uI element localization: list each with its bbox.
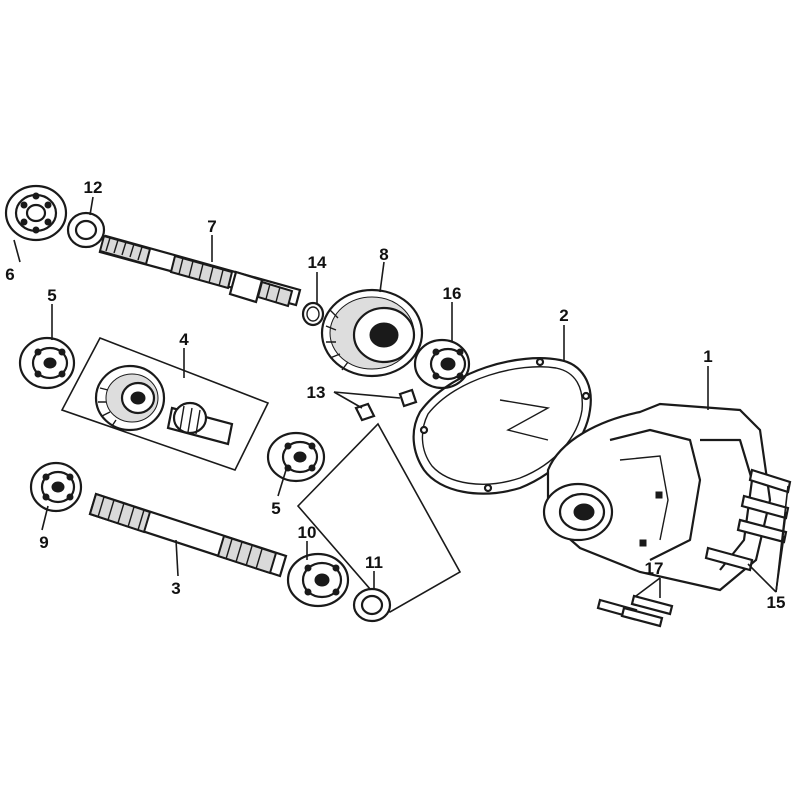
part-7-main-shaft	[98, 234, 302, 308]
callout-4: 4	[179, 330, 189, 349]
callout-11: 11	[365, 553, 383, 572]
callout-13: 13	[307, 383, 326, 402]
callout-16: 16	[443, 284, 462, 303]
part-12-seal	[66, 211, 106, 249]
callout-5-middle: 5	[271, 499, 280, 518]
callout-14: 14	[308, 253, 327, 272]
part-3-countershaft	[88, 492, 288, 578]
part-10-bearing	[286, 552, 350, 608]
part-5-bearing-middle	[266, 431, 326, 483]
callout-2: 2	[559, 306, 568, 325]
callout-10: 10	[298, 523, 317, 542]
part-11-seal	[352, 587, 392, 623]
part-14-circlip	[301, 301, 325, 327]
part-4-gear-assembly	[60, 336, 270, 471]
part-17-bolts	[596, 594, 674, 628]
part-1-case-cover	[542, 402, 772, 592]
assembly-frame	[296, 422, 462, 614]
callout-7: 7	[207, 217, 216, 236]
callout-15: 15	[767, 593, 786, 612]
callout-3: 3	[171, 579, 180, 598]
part-9-bearing	[29, 461, 83, 513]
callout-labels: 1 2 3 4 5 5 6 7 8 9 10 11 12 13 14 15 16…	[5, 178, 785, 612]
part-16-bearing	[413, 338, 471, 390]
callout-12: 12	[84, 178, 103, 197]
part-5-bearing-upper	[18, 336, 76, 390]
callout-1: 1	[703, 347, 712, 366]
callout-6: 6	[5, 265, 14, 284]
part-8-gear	[320, 288, 424, 378]
callout-5-upper: 5	[47, 286, 56, 305]
callout-9: 9	[39, 533, 48, 552]
callout-17: 17	[645, 559, 664, 578]
callout-8: 8	[379, 245, 388, 264]
part-15-bolts	[704, 468, 792, 572]
leader-lines	[13, 196, 789, 598]
part-6-bearing	[4, 184, 68, 242]
